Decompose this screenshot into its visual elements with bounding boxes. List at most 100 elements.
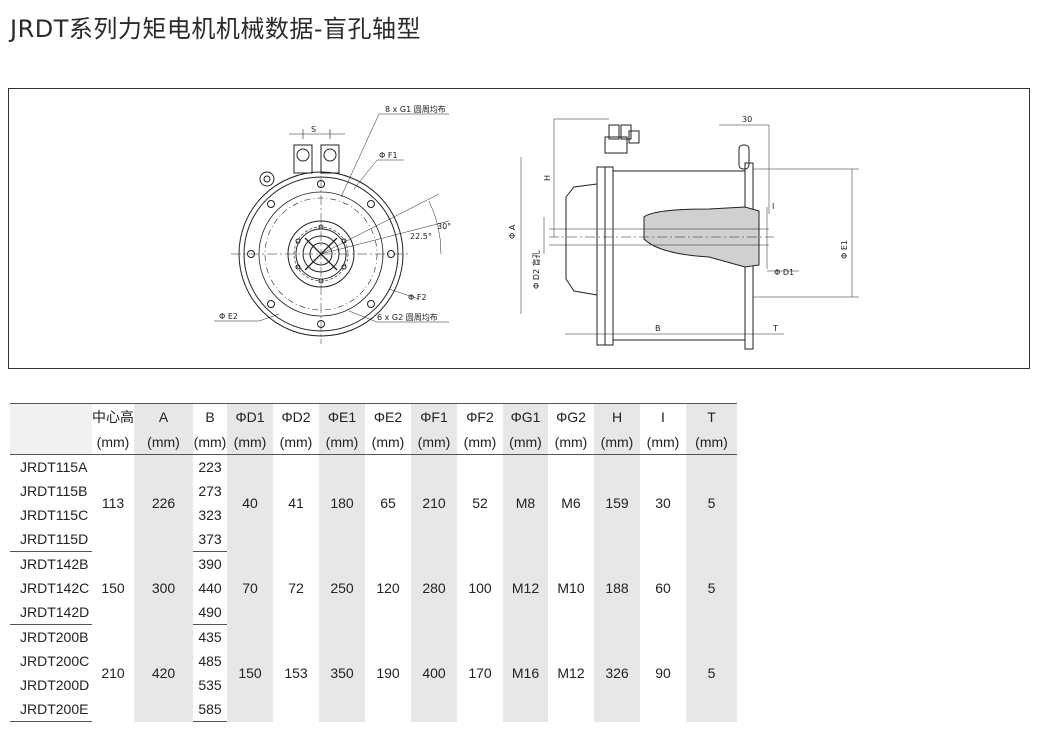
drawing-svg: 8 x G1 圆周均布 Φ F1 Φ F2 Φ E2 6 x G2 圆周均布 2… <box>214 104 859 350</box>
mechanical-data-table: 中心高 A B ΦD1 ΦD2 ΦE1 ΦE2 ΦF1 ΦF2 ΦG1 ΦG2 … <box>10 403 737 722</box>
table-row: JRDT200D 535 <box>10 673 737 697</box>
cell-d2: 41 <box>288 495 304 512</box>
table-row: JRDT142B 150 300 390 70 72 250 120 280 1… <box>10 551 737 625</box>
model-name: JRDT142B <box>20 556 89 572</box>
cell-b: 273 <box>198 483 222 499</box>
cell-d2: 153 <box>284 665 308 681</box>
model-name: JRDT200E <box>10 697 92 722</box>
model-name: JRDT115B <box>20 483 88 499</box>
cell-b: 323 <box>198 507 222 523</box>
cell-center-height: 150 <box>101 580 125 596</box>
cell-i: 60 <box>655 580 671 596</box>
cell-d2: 72 <box>288 580 304 596</box>
cell-g1: M16 <box>503 624 548 722</box>
cell-h: 188 <box>594 551 640 625</box>
model-name: JRDT115D <box>10 527 92 552</box>
label-holes-g2: 6 x G2 圆周均布 <box>377 312 438 322</box>
cell-g2: M10 <box>557 580 585 596</box>
model-name: JRDT142D <box>10 600 92 625</box>
cell-e1: 180 <box>319 454 365 552</box>
label-dim-b: B <box>655 324 661 333</box>
header-t: T <box>686 403 737 430</box>
header-center-height: 中心高 <box>92 403 134 430</box>
label-phi-e1: Φ E1 <box>840 240 849 259</box>
cell-b: 490 <box>193 600 227 625</box>
label-phi-e2: Φ E2 <box>219 312 238 321</box>
header-g1: ΦG1 <box>503 403 548 430</box>
cell-b: 585 <box>193 697 227 722</box>
cell-g2: M12 <box>557 665 585 681</box>
side-view <box>520 118 859 350</box>
label-connector-spacing: S <box>311 125 316 134</box>
cell-center-height: 113 <box>101 495 125 512</box>
cell-h: 326 <box>594 624 640 722</box>
cell-d1: 70 <box>227 551 273 625</box>
cell-b: 373 <box>193 527 227 552</box>
table-row: JRDT142C 440 <box>10 576 737 600</box>
mechanical-drawing: 8 x G1 圆周均布 Φ F1 Φ F2 Φ E2 6 x G2 圆周均布 2… <box>8 88 1030 369</box>
model-name: JRDT115A <box>20 459 88 475</box>
page-title: JRDT系列力矩电机机械数据-盲孔轴型 <box>10 15 422 43</box>
model-name: JRDT200B <box>20 629 89 645</box>
cell-d1: 150 <box>227 624 273 722</box>
label-dim-30: 30 <box>742 115 752 124</box>
cell-a: 300 <box>134 551 193 625</box>
unit-e1: (mm) <box>319 430 365 455</box>
cell-f2: 100 <box>468 580 492 596</box>
label-holes-g1: 8 x G1 圆周均布 <box>385 104 446 114</box>
cell-g2: M6 <box>561 495 581 512</box>
header-b: B <box>193 403 227 430</box>
cell-f2: 170 <box>468 665 492 681</box>
header-i: I <box>640 403 686 430</box>
model-name: JRDT142C <box>20 580 90 596</box>
cell-a: 420 <box>134 624 193 722</box>
cell-g1: M8 <box>503 454 548 552</box>
unit-b: (mm) <box>193 430 227 455</box>
table-row: JRDT115B 273 <box>10 479 737 503</box>
cell-a: 226 <box>134 454 193 552</box>
cell-b: 223 <box>198 459 222 475</box>
cell-b: 390 <box>198 556 222 572</box>
table-row: JRDT200C 485 <box>10 649 737 673</box>
cell-f2: 52 <box>472 495 488 512</box>
unit-center-height: (mm) <box>92 430 134 455</box>
unit-f2: (mm) <box>457 430 503 455</box>
cell-d1: 40 <box>227 454 273 552</box>
header-e2: ΦE2 <box>365 403 411 430</box>
label-angle-2: 30° <box>437 222 451 231</box>
unit-t: (mm) <box>686 430 737 455</box>
header-f1: ΦF1 <box>411 403 457 430</box>
label-phi-f1: Φ F1 <box>379 151 398 160</box>
model-name: JRDT200D <box>20 677 90 693</box>
cell-t: 5 <box>686 624 737 722</box>
label-dim-t: T <box>772 324 778 333</box>
model-name: JRDT200C <box>20 653 90 669</box>
label-phi-f2: Φ F2 <box>408 293 427 302</box>
table-row: JRDT115D 373 <box>10 527 737 552</box>
label-dim-h: H <box>543 175 552 181</box>
cell-e1: 350 <box>319 624 365 722</box>
table-row: JRDT115C 323 <box>10 503 737 527</box>
cell-center-height: 210 <box>101 665 125 681</box>
cell-e2: 190 <box>376 665 400 681</box>
cell-e2: 120 <box>376 580 400 596</box>
label-phi-d1: Φ D1 <box>774 268 794 277</box>
header-d1: ΦD1 <box>227 403 273 430</box>
unit-e2: (mm) <box>365 430 411 455</box>
cell-i: 30 <box>655 495 671 512</box>
table-row: JRDT200B 210 420 435 150 153 350 190 400… <box>10 624 737 722</box>
label-angle-1: 22.5° <box>410 232 432 241</box>
unit-g2: (mm) <box>548 430 594 455</box>
unit-d2: (mm) <box>273 430 319 455</box>
table-row: JRDT200E 585 <box>10 697 737 722</box>
unit-f1: (mm) <box>411 430 457 455</box>
label-phi-d2: Φ D2 盲孔 <box>531 250 541 289</box>
header-h: H <box>594 403 640 430</box>
header-a: A <box>134 403 193 430</box>
cell-b: 440 <box>198 580 222 596</box>
cell-e2: 65 <box>380 495 396 512</box>
table-row: JRDT142D 490 <box>10 600 737 625</box>
front-view <box>214 113 450 344</box>
cell-h: 159 <box>594 454 640 552</box>
cell-b: 485 <box>198 653 222 669</box>
